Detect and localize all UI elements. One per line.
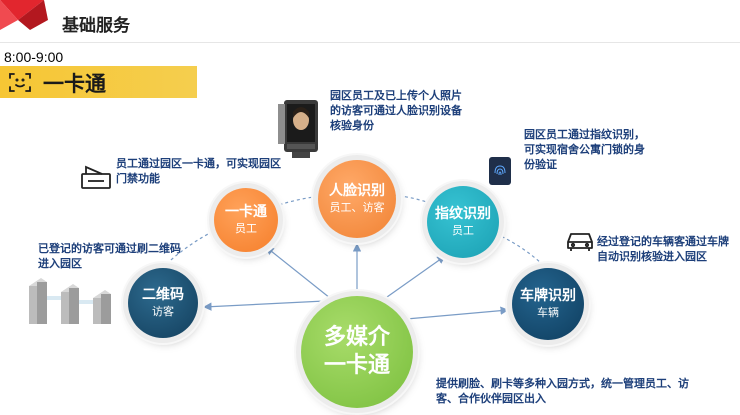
time-range: 8:00-9:00 (4, 49, 64, 65)
node-subtitle: 员工 (235, 222, 257, 235)
car-icon (567, 233, 593, 251)
page-title: 基础服务 (62, 16, 130, 36)
center-line-2: 一卡通 (323, 353, 390, 378)
center-node: 多媒介 一卡通 (301, 296, 413, 408)
card-reader-icon (81, 165, 111, 189)
node-subtitle: 访客 (152, 305, 174, 318)
node-subtitle: 员工 (452, 224, 474, 237)
center-line-1: 多媒介 (323, 325, 390, 350)
node-title: 二维码 (142, 287, 184, 303)
node-title: 车牌识别 (520, 288, 576, 304)
node-title: 人脸识别 (329, 183, 385, 199)
node-card: 一卡通 员工 (214, 188, 278, 252)
section-title: 一卡通 (43, 72, 106, 96)
node-title: 一卡通 (225, 204, 267, 220)
node-subtitle: 车辆 (537, 306, 559, 319)
node-face-recognition: 人脸识别 员工、访客 (318, 160, 396, 238)
node-title: 指纹识别 (435, 206, 491, 222)
turnstile-gate-icon (29, 278, 111, 324)
header-divider (0, 42, 740, 43)
logo-icon (0, 0, 48, 30)
face-terminal-icon (278, 100, 318, 158)
desc-face-recognition: 园区员工及已上传个人照片的访客可通过人脸识别设备核验身份 (330, 89, 462, 132)
fingerprint-lock-icon (489, 157, 511, 185)
node-license-plate: 车牌识别 车辆 (512, 268, 584, 340)
node-subtitle: 员工、访客 (329, 201, 385, 214)
desc-fingerprint: 园区员工通过指纹识别，可实现宿舍公寓门锁的身份验证 (524, 128, 645, 171)
node-qr-code: 二维码 访客 (128, 268, 198, 338)
desc-center: 提供刷脸、刷卡等多种入园方式，统一管理员工、访客、合作伙伴园区出入 (436, 377, 689, 405)
header-bar (0, 0, 740, 44)
desc-license-plate: 经过登记的车辆客通过车牌自动识别核验进入园区 (597, 235, 729, 263)
node-fingerprint: 指纹识别 员工 (427, 186, 499, 258)
section-banner (0, 66, 197, 98)
face-scan-icon (9, 73, 31, 92)
desc-qr-code: 已登记的访客可通过刷二维码进入园区 (38, 242, 181, 270)
desc-card: 员工通过园区一卡通，可实现园区门禁功能 (116, 157, 281, 185)
